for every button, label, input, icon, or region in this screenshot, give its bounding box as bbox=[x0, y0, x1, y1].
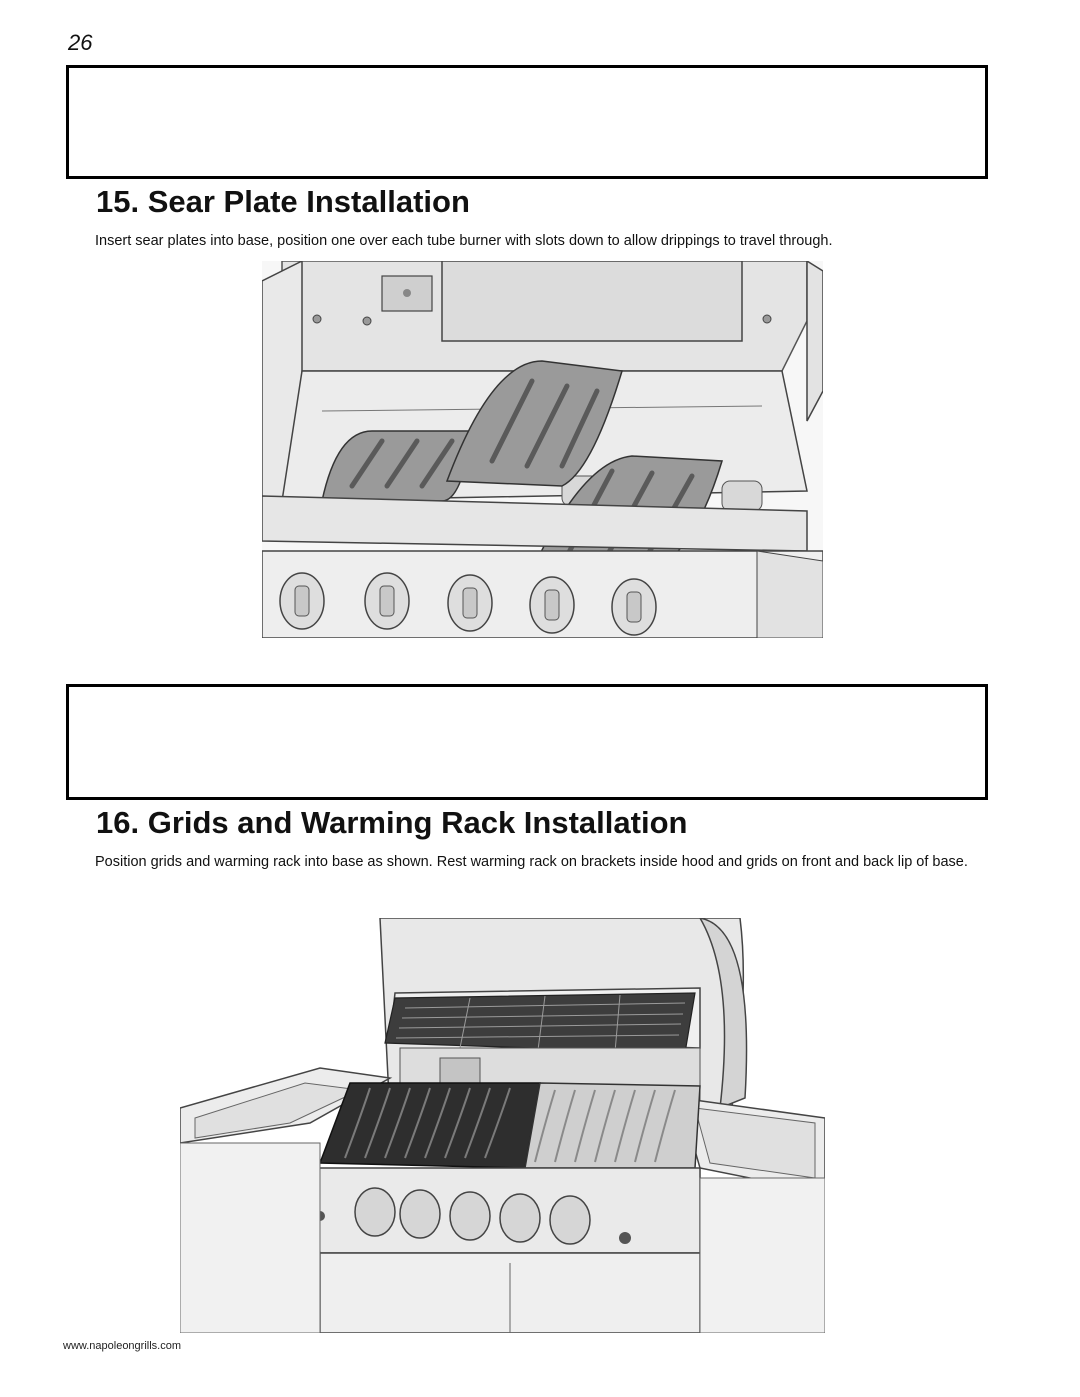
grids-warming-rack-illustration bbox=[180, 918, 825, 1333]
section-15-text: Insert sear plates into base, position o… bbox=[95, 233, 833, 249]
blank-note-box-bottom bbox=[66, 684, 988, 800]
section-16-text: Position grids and warming rack into bas… bbox=[95, 854, 968, 870]
section-15-title: 15. Sear Plate Installation bbox=[96, 184, 470, 219]
sear-plate-illustration bbox=[262, 261, 823, 638]
page-number: 26 bbox=[68, 30, 93, 55]
footer-url[interactable]: www.napoleongrills.com bbox=[63, 1340, 181, 1352]
blank-note-box-top bbox=[66, 65, 988, 179]
section-16-title: 16. Grids and Warming Rack Installation bbox=[96, 805, 688, 840]
